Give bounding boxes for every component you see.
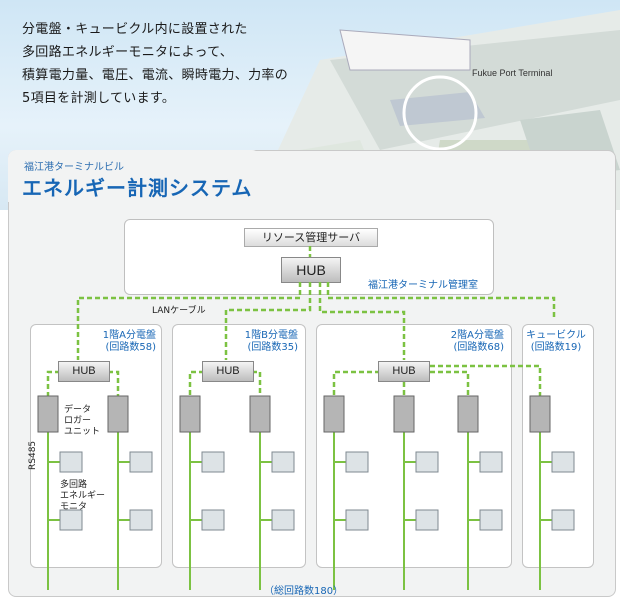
energy-monitor-icon — [201, 451, 225, 473]
energy-monitor-icon — [479, 509, 503, 531]
energy-monitor-icon — [59, 451, 83, 473]
lan-cable-label: LANケーブル — [152, 306, 206, 316]
energy-monitor-icon — [129, 451, 153, 473]
panel-name: 1階B分電盤 — [244, 330, 298, 341]
data-logger-icon — [393, 395, 415, 433]
energy-monitor-icon — [129, 509, 153, 531]
panel-cubicle-label: キュービクル (回路数19) — [524, 330, 588, 354]
data-logger-icon — [529, 395, 551, 433]
energy-monitor-icon — [551, 451, 575, 473]
energy-monitor-icon — [415, 451, 439, 473]
intro-line-2: 多回路エネルギーモニタによって、 — [22, 45, 234, 60]
energy-monitor-icon — [345, 451, 369, 473]
hub-2f-a: HUB — [378, 361, 430, 382]
management-room-label: 福江港ターミナル管理室 — [368, 280, 478, 291]
label-line: 多回路 — [60, 480, 88, 490]
data-logger-label: データ ロガー ユニット — [64, 405, 100, 438]
monitor-label: 多回路 エネルギー モニタ — [60, 480, 105, 513]
system-title: エネルギー計測システム — [22, 176, 253, 200]
intro-text: 分電盤・キュービクル内に設置された 多回路エネルギーモニタによって、 積算電力量… — [22, 18, 322, 110]
energy-monitor-icon — [271, 509, 295, 531]
label-line: ユニット — [64, 427, 101, 437]
intro-line-1: 分電盤・キュービクル内に設置された — [22, 22, 248, 37]
label-line: エネルギー — [60, 491, 106, 501]
energy-monitor-icon — [415, 509, 439, 531]
energy-monitor-icon — [479, 451, 503, 473]
panel-circuits: (回路数58) — [105, 342, 156, 353]
panel-name: キュービクル — [526, 330, 586, 341]
panel-name: 2階A分電盤 — [450, 330, 504, 341]
label-line: ロガー — [64, 416, 92, 426]
energy-monitor-icon — [201, 509, 225, 531]
main-hub: HUB — [281, 257, 341, 283]
panel-circuits: (回路数35) — [247, 342, 298, 353]
panel-1f-a-label: 1階A分電盤 (回路数58) — [60, 330, 156, 354]
panel-circuits: (回路数68) — [453, 342, 504, 353]
data-logger-icon — [323, 395, 345, 433]
data-logger-icon — [249, 395, 271, 433]
energy-monitor-icon — [345, 509, 369, 531]
data-logger-icon — [107, 395, 129, 433]
data-logger-units — [37, 395, 551, 433]
data-logger-icon — [457, 395, 479, 433]
energy-monitor-icon — [59, 509, 83, 531]
energy-monitor-icon — [271, 451, 295, 473]
panel-2f-a-label: 2階A分電盤 (回路数68) — [400, 330, 504, 354]
panel-1f-b-label: 1階B分電盤 (回路数35) — [200, 330, 298, 354]
total-circuits: （総回路数180） — [264, 586, 344, 597]
system-subtitle: 福江港ターミナルビル — [24, 162, 124, 173]
port-label: Fukue Port Terminal — [472, 68, 553, 78]
panel-name: 1階A分電盤 — [102, 330, 156, 341]
intro-line-3: 積算電力量、電圧、電流、瞬時電力、力率の — [22, 68, 289, 83]
energy-monitor-icon — [551, 509, 575, 531]
hub-1f-b: HUB — [202, 361, 254, 382]
title-tab — [8, 150, 260, 202]
label-line: モニタ — [60, 502, 88, 512]
energy-monitors — [59, 451, 575, 531]
panel-circuits: (回路数19) — [530, 342, 582, 353]
data-logger-icon — [37, 395, 59, 433]
label-line: データ — [64, 405, 92, 415]
hub-1f-a: HUB — [58, 361, 110, 382]
intro-line-4: 5項目を計測しています。 — [22, 91, 176, 106]
rs485-label: RS485 — [28, 440, 38, 470]
data-logger-icon — [179, 395, 201, 433]
